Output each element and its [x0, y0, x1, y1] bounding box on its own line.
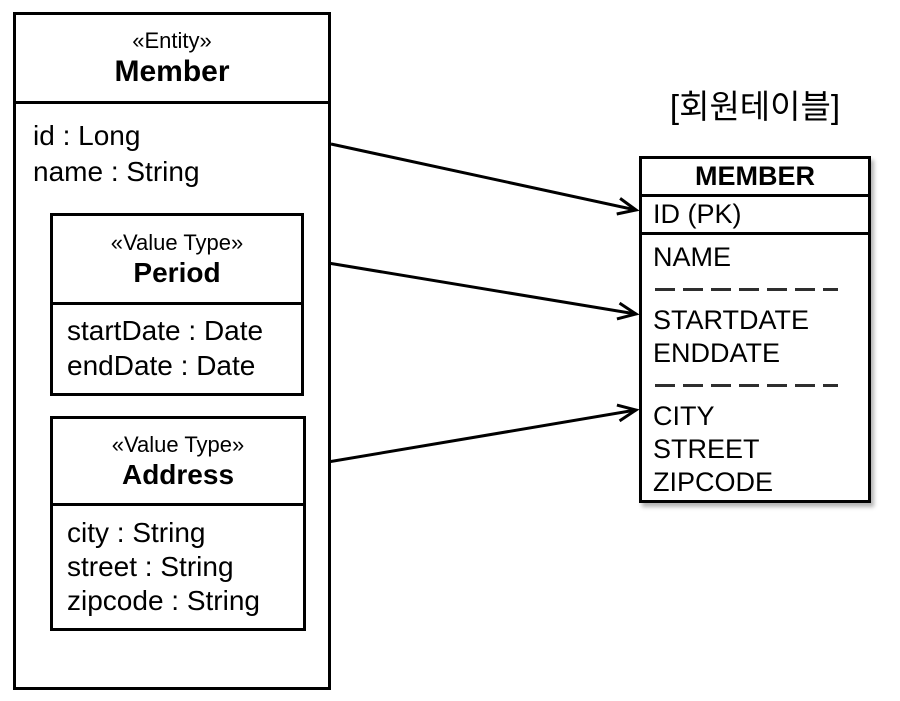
table-row-city: CITY [653, 401, 715, 431]
table-row-id-pk: ID (PK) [642, 197, 868, 235]
member-table-header: MEMBER [642, 159, 868, 197]
attribute-startdate: startDate : Date [67, 315, 264, 346]
address-name: Address [121, 458, 235, 490]
attribute-city: city : String [67, 517, 206, 548]
dashed-separator [655, 384, 838, 387]
period-name: Period [133, 256, 221, 288]
valuetype-address-header: «Value Type» Address [53, 419, 303, 506]
table-row-enddate: ENDDATE [653, 338, 781, 368]
attribute-zipcode: zipcode : String [67, 585, 260, 616]
entity-name: Member [114, 54, 230, 88]
member-table-body: NAME STARTDATE ENDDATE CITY STREET ZIPCO… [642, 235, 868, 499]
attribute-enddate: endDate : Date [67, 350, 256, 381]
attribute-name: name : String [33, 156, 200, 187]
member-table: MEMBER ID (PK) NAME STARTDATE ENDDATE CI… [639, 156, 871, 503]
arrow-address-to-address-columns [303, 403, 640, 468]
valuetype-address-box: «Value Type» Address city : String stree… [50, 416, 306, 631]
address-attributes: city : String street : String zipcode : … [53, 506, 303, 618]
table-row-zipcode: ZIPCODE [653, 467, 774, 497]
arrow-member-to-id [330, 142, 640, 216]
address-stereotype: «Value Type» [111, 431, 245, 457]
table-caption: [회원테이블] [669, 88, 841, 125]
entity-stereotype: «Entity» [132, 27, 212, 53]
attribute-street: street : String [67, 551, 234, 582]
period-stereotype: «Value Type» [110, 229, 244, 255]
table-row-name: NAME [653, 242, 732, 272]
entity-attributes: id : Long name : String [16, 104, 328, 190]
arrow-period-to-dates [303, 257, 640, 321]
dashed-separator [655, 288, 838, 291]
period-attributes: startDate : Date endDate : Date [53, 305, 301, 383]
valuetype-period-box: «Value Type» Period startDate : Date end… [50, 213, 304, 396]
table-row-street: STREET [653, 434, 760, 464]
valuetype-period-header: «Value Type» Period [53, 216, 301, 305]
entity-member-header: «Entity» Member [16, 15, 328, 104]
table-row-startdate: STARTDATE [653, 305, 810, 335]
attribute-id: id : Long [33, 120, 141, 151]
